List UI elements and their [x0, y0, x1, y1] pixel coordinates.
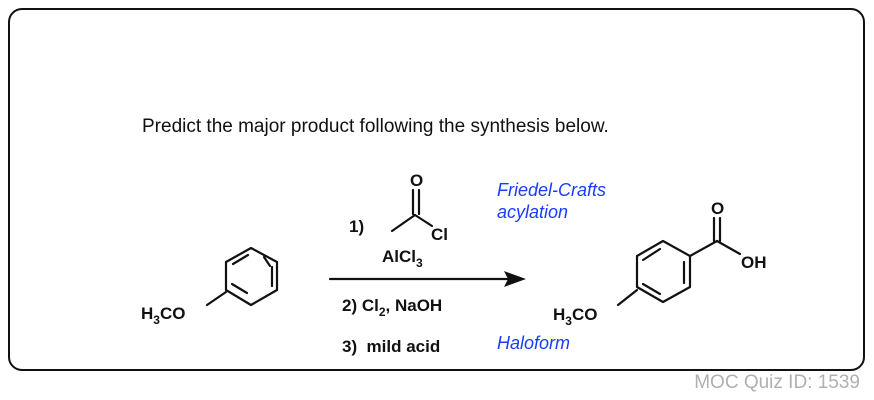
product-ring	[616, 216, 742, 307]
step1-number: 1)	[349, 217, 364, 236]
product-methoxy-label: H3CO	[553, 305, 597, 328]
acetyl-oxygen-label: O	[410, 171, 423, 190]
step2-label: 2) Cl2, NaOH	[342, 296, 442, 319]
step3-label: 3) mild acid	[342, 337, 440, 356]
product-hydroxyl-label: OH	[741, 253, 767, 272]
catalyst-label: AlCl3	[382, 247, 423, 270]
anisole-ring	[205, 246, 279, 307]
reaction-arrow-head	[504, 271, 526, 287]
product-carbonyl-oxygen-label: O	[711, 199, 724, 218]
annotation-haloform: Haloform	[497, 333, 570, 353]
annotation-acylation: acylation	[497, 202, 568, 222]
question-card	[8, 8, 865, 371]
acetyl-chlorine-label: Cl	[431, 225, 448, 244]
quiz-id-label: MOC Quiz ID: 1539	[694, 372, 860, 393]
question-prompt: Predict the major product following the …	[142, 116, 609, 137]
acetyl-chloride-structure	[390, 188, 434, 233]
annotation-friedel-crafts: Friedel-Crafts	[497, 180, 606, 200]
anisole-methoxy-label: H3CO	[141, 304, 185, 327]
